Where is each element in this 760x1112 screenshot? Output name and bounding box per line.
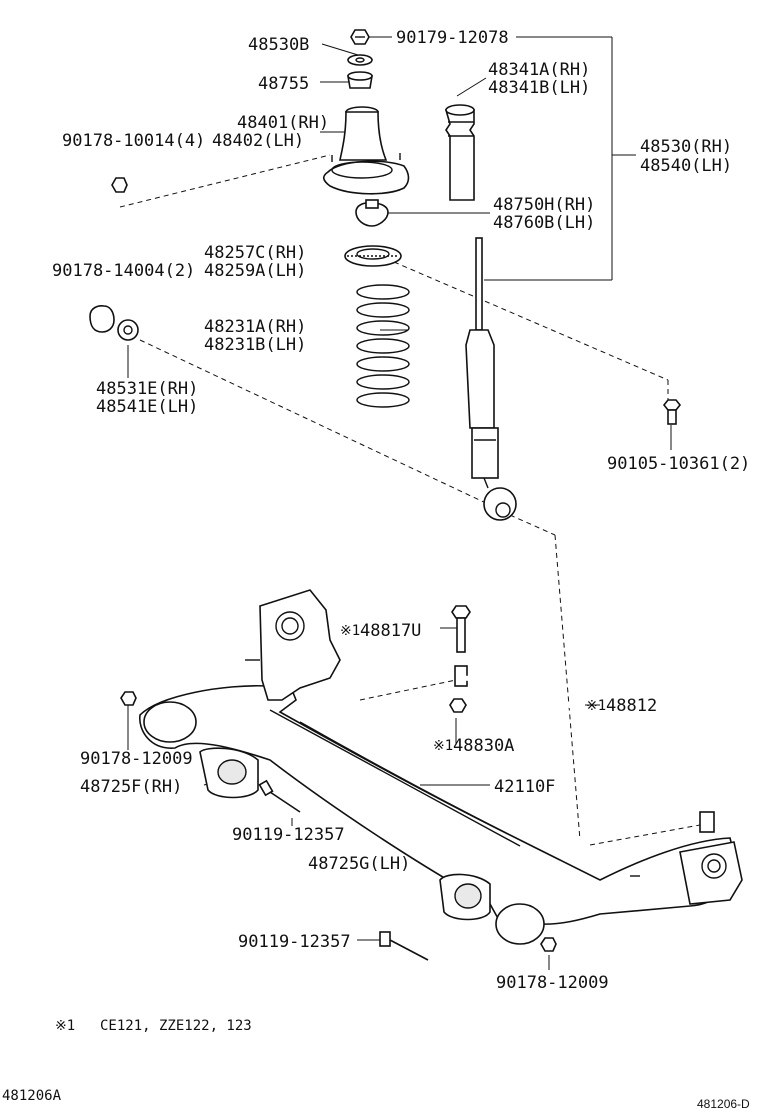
bolt-90119-lower bbox=[379, 931, 429, 961]
bracket-48830A bbox=[449, 665, 468, 713]
bushing-48725F bbox=[199, 747, 259, 799]
part-labels: 48530B 90179-12078 48755 48341A(RH) 4834… bbox=[52, 28, 750, 993]
footnote: ※1 CE121, ZZE122, 123 bbox=[55, 1018, 252, 1034]
boot-48341A bbox=[444, 104, 475, 201]
label-48725G: 48725G(LH) bbox=[308, 854, 410, 874]
label-48341B: 48341B(LH) bbox=[488, 78, 590, 98]
spring-seat-48257C bbox=[344, 245, 402, 267]
label-48812: 48812 bbox=[606, 696, 657, 716]
washer-48531E bbox=[117, 319, 139, 341]
label-42110F: 42110F bbox=[494, 777, 555, 797]
support-48401 bbox=[322, 106, 410, 195]
diagram-code: 481206A bbox=[2, 1088, 62, 1104]
nut-90179 bbox=[350, 29, 370, 45]
washer-48530B bbox=[347, 54, 373, 66]
bolt-48817U bbox=[451, 605, 471, 653]
label-90178-14004: 90178-14004(2) bbox=[52, 261, 195, 281]
leader-lines bbox=[119, 36, 701, 970]
bolt-90119-upper bbox=[258, 779, 301, 813]
label-48402: 48402(LH) bbox=[212, 131, 304, 151]
label-48540-lh: 48540(LH) bbox=[640, 156, 732, 176]
stabilizer-bar-48812 bbox=[461, 675, 715, 833]
label-48755: 48755 bbox=[258, 74, 309, 94]
label-48401: 48401(RH) bbox=[237, 113, 329, 133]
nut-90178-12009-lower bbox=[540, 937, 557, 952]
label-48231A: 48231A(RH) bbox=[204, 317, 306, 337]
label-90178-12009-upper: 90178-12009 bbox=[80, 749, 193, 769]
label-48231B: 48231B(LH) bbox=[204, 335, 306, 355]
label-48725F: 48725F(RH) bbox=[80, 777, 182, 797]
bushing-90178-14004 bbox=[89, 305, 115, 333]
axle-beam-42110F bbox=[139, 589, 743, 945]
shock-absorber-48530 bbox=[465, 237, 517, 521]
nut-90178-10014 bbox=[111, 177, 128, 193]
cushion-48755 bbox=[347, 71, 373, 89]
ref-mark-48817U: ※1 bbox=[340, 623, 360, 639]
label-48257C: 48257C(RH) bbox=[204, 243, 306, 263]
label-48750H: 48750H(RH) bbox=[493, 195, 595, 215]
label-48830A: 48830A bbox=[453, 736, 514, 756]
label-48530-rh: 48530(RH) bbox=[640, 137, 732, 157]
label-90179-12078: 90179-12078 bbox=[396, 28, 509, 48]
label-48541E: 48541E(LH) bbox=[96, 397, 198, 417]
ref-mark-48812: ※1 bbox=[586, 698, 606, 714]
bushing-48725G bbox=[439, 873, 491, 921]
ref-mark-48830A: ※1 bbox=[433, 738, 453, 754]
label-48531E: 48531E(RH) bbox=[96, 379, 198, 399]
label-90119-12357-lower: 90119-12357 bbox=[238, 932, 351, 952]
footnote-mark: ※1 bbox=[55, 1018, 75, 1034]
bound-stopper-48750H bbox=[355, 199, 389, 227]
nut-90178-12009-upper bbox=[120, 691, 137, 706]
coil-spring-48231A bbox=[356, 284, 410, 408]
label-48259A: 48259A(LH) bbox=[204, 261, 306, 281]
footnote-text: CE121, ZZE122, 123 bbox=[100, 1018, 252, 1034]
label-48760B: 48760B(LH) bbox=[493, 213, 595, 233]
label-48530B: 48530B bbox=[248, 35, 309, 55]
label-90105-10361: 90105-10361(2) bbox=[607, 454, 750, 474]
label-90119-12357-upper: 90119-12357 bbox=[232, 825, 345, 845]
label-90178-10014: 90178-10014(4) bbox=[62, 131, 205, 151]
diagram-code-corner: 481206-D bbox=[697, 1097, 750, 1111]
bolt-90105 bbox=[662, 399, 682, 425]
label-48341A: 48341A(RH) bbox=[488, 60, 590, 80]
label-90178-12009-lower: 90178-12009 bbox=[496, 973, 609, 993]
label-48817U: 48817U bbox=[360, 621, 421, 641]
